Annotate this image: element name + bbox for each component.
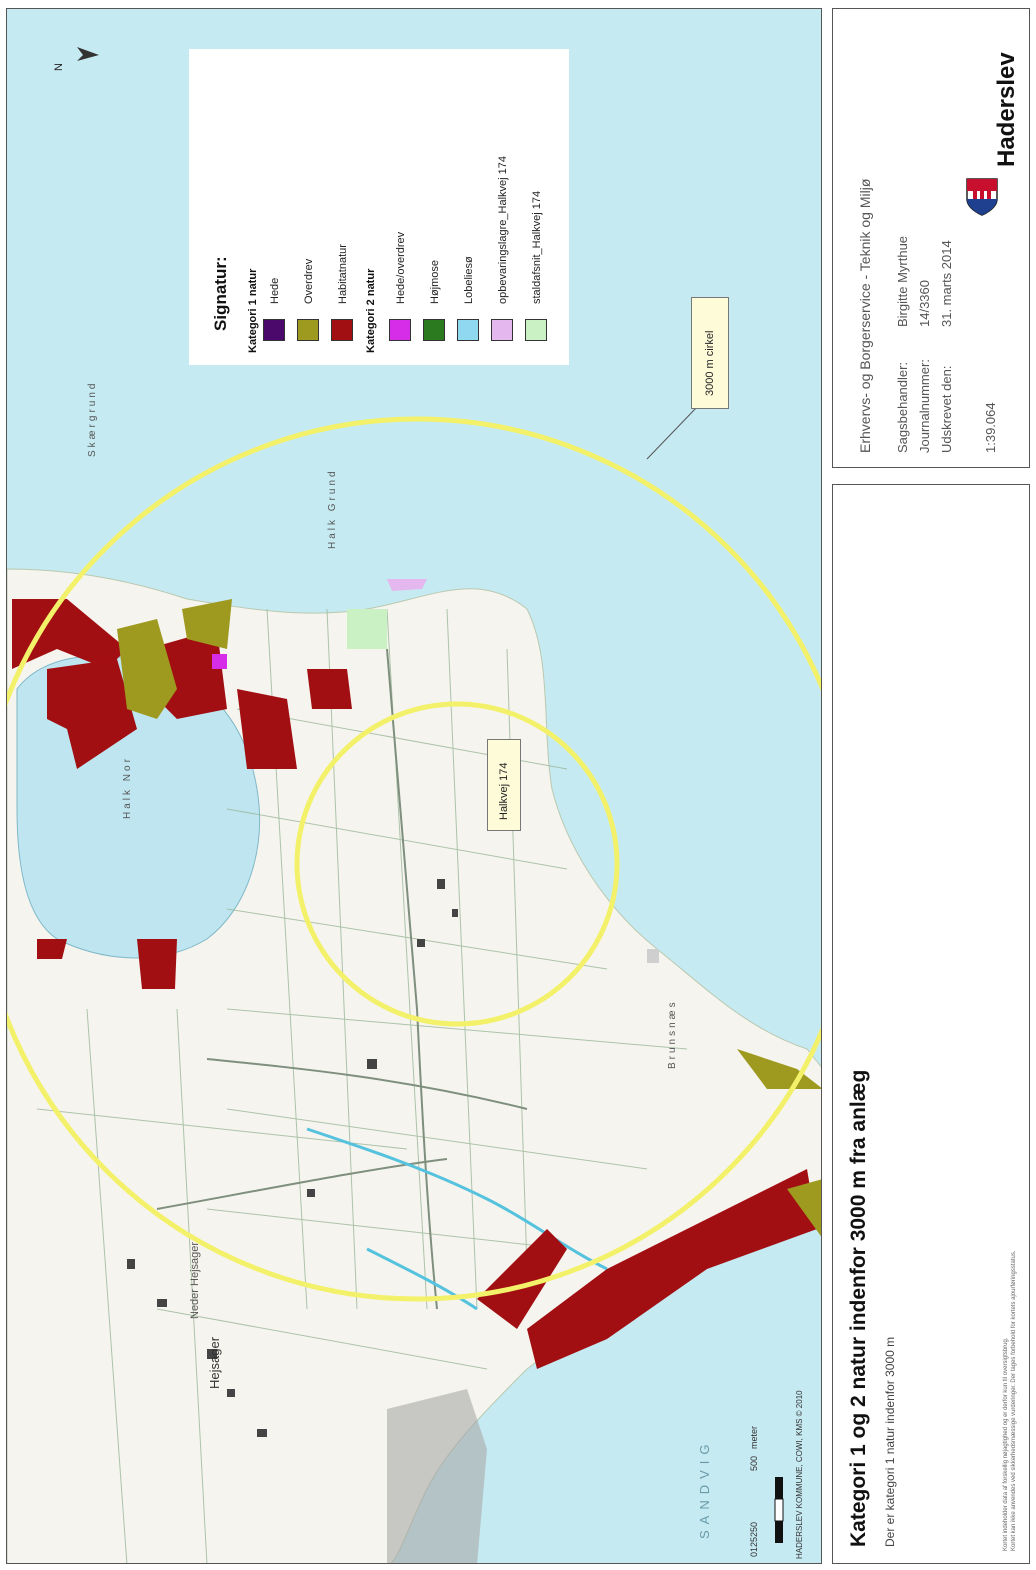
haderslev-coat-of-arms-icon [966,178,998,216]
callout-site-label: Halkvej 174 [498,762,510,820]
callout-site[interactable]: Halkvej 174 [487,739,521,831]
scale-bar-distance: 500 [749,1455,759,1471]
north-arrow-icon [77,47,99,61]
map-frame[interactable]: N Halk Grund Skærgrund Halk Nor Neder He… [6,8,822,1564]
map-credit: HADERSLEV KOMMUNE, COWI, KMS © 2010 [795,1390,804,1559]
buildings [127,879,659,1437]
circle-site [294,701,620,1027]
legend-swatch-staldafsnit [525,319,547,341]
title-panel: Kategori 1 og 2 natur indenfor 3000 m fr… [832,484,1030,1564]
north-label: N [53,63,65,71]
legend-group2-heading: Kategori 2 natur [365,268,377,353]
legend-label-hede: Hede [269,277,281,304]
map-canvas[interactable] [7,9,822,1564]
circle-3000m [7,416,821,1302]
place-label-skeer: Skærgrund [87,380,98,457]
place-label-town: Hejsager [207,1336,222,1389]
journal-key: Journalnummer: [917,359,932,453]
info-panel: Erhvervs- og Borgerservice - Teknik og M… [832,8,1030,468]
legend-label-overdrev: Overdrev [303,258,315,304]
legend-swatch-overdrev [297,319,319,341]
disclaimer-line-1: Kortet indeholder data af forskellig nøj… [1003,1337,1009,1551]
caseworker-value: Birgitte Myrthue [895,235,910,327]
roads [156,648,528,1310]
legend-label-lobeliesoe: Lobeliesø [463,256,475,304]
legend-label-opbevaringslagre: opbevaringslagre_Halkvej 174 [497,156,509,304]
legend-label-habitatnatur: Habitatnatur [337,244,349,304]
printed-key: Udskrevet den: [939,365,954,453]
disclaimer-line-2: Kortet kan ikke anvendes ved sikkerhedsm… [1011,1250,1017,1551]
legend-swatch-hede-overdrev [389,319,411,341]
caseworker-key: Sagsbehandler: [895,361,910,453]
page-subtitle: Der er kategori 1 natur indenfor 3000 m [883,1336,897,1547]
department-name: Erhvervs- og Borgerservice - Teknik og M… [857,178,873,453]
callout-3000m-circle[interactable]: 3000 m cirkel [691,297,729,409]
legend-label-hojmose: Højmose [429,259,441,304]
place-label-village: Neder Hejsager [189,1241,201,1319]
place-label-strand: Brunsnæs [667,999,678,1069]
place-label-sea: SANDVIG [697,1438,712,1539]
streams [306,1127,608,1311]
place-label-noor: Halk Nor [122,756,133,819]
map-scale-ratio: 1:39.064 [983,402,998,453]
logo-wordmark: Haderslev [993,52,1020,167]
field-boundaries [36,608,688,1563]
legend-swatch-opbevaringslagre [491,319,513,341]
printed-value: 31. marts 2014 [939,240,954,327]
map-legend: Signatur: Kategori 1 natur Hede Overdrev… [189,49,569,365]
circle-callout-pointer [646,406,698,460]
scale-bar-ticks: 0125250 [749,1521,759,1557]
scale-bar-unit: meter [749,1425,759,1449]
legend-swatch-lobeliesoe [457,319,479,341]
scale-bar [774,1477,784,1543]
place-label-grund: Halk Grund [327,468,338,549]
town-area [387,1389,487,1563]
habitat-polygons [12,579,821,1369]
legend-group1-heading: Kategori 1 natur [247,268,259,353]
legend-label-hede-overdrev: Hede/overdrev [395,231,407,304]
page-title: Kategori 1 og 2 natur indenfor 3000 m fr… [847,1069,870,1547]
legend-swatch-hede [263,319,285,341]
legend-label-staldafsnit: staldafsnit_Halkvej 174 [531,190,543,304]
legend-swatch-habitatnatur [331,319,353,341]
legend-title: Signatur: [211,256,230,331]
callout-3000m-label: 3000 m cirkel [704,330,716,396]
journal-value: 14/3360 [917,280,932,327]
legend-swatch-hojmose [423,319,445,341]
